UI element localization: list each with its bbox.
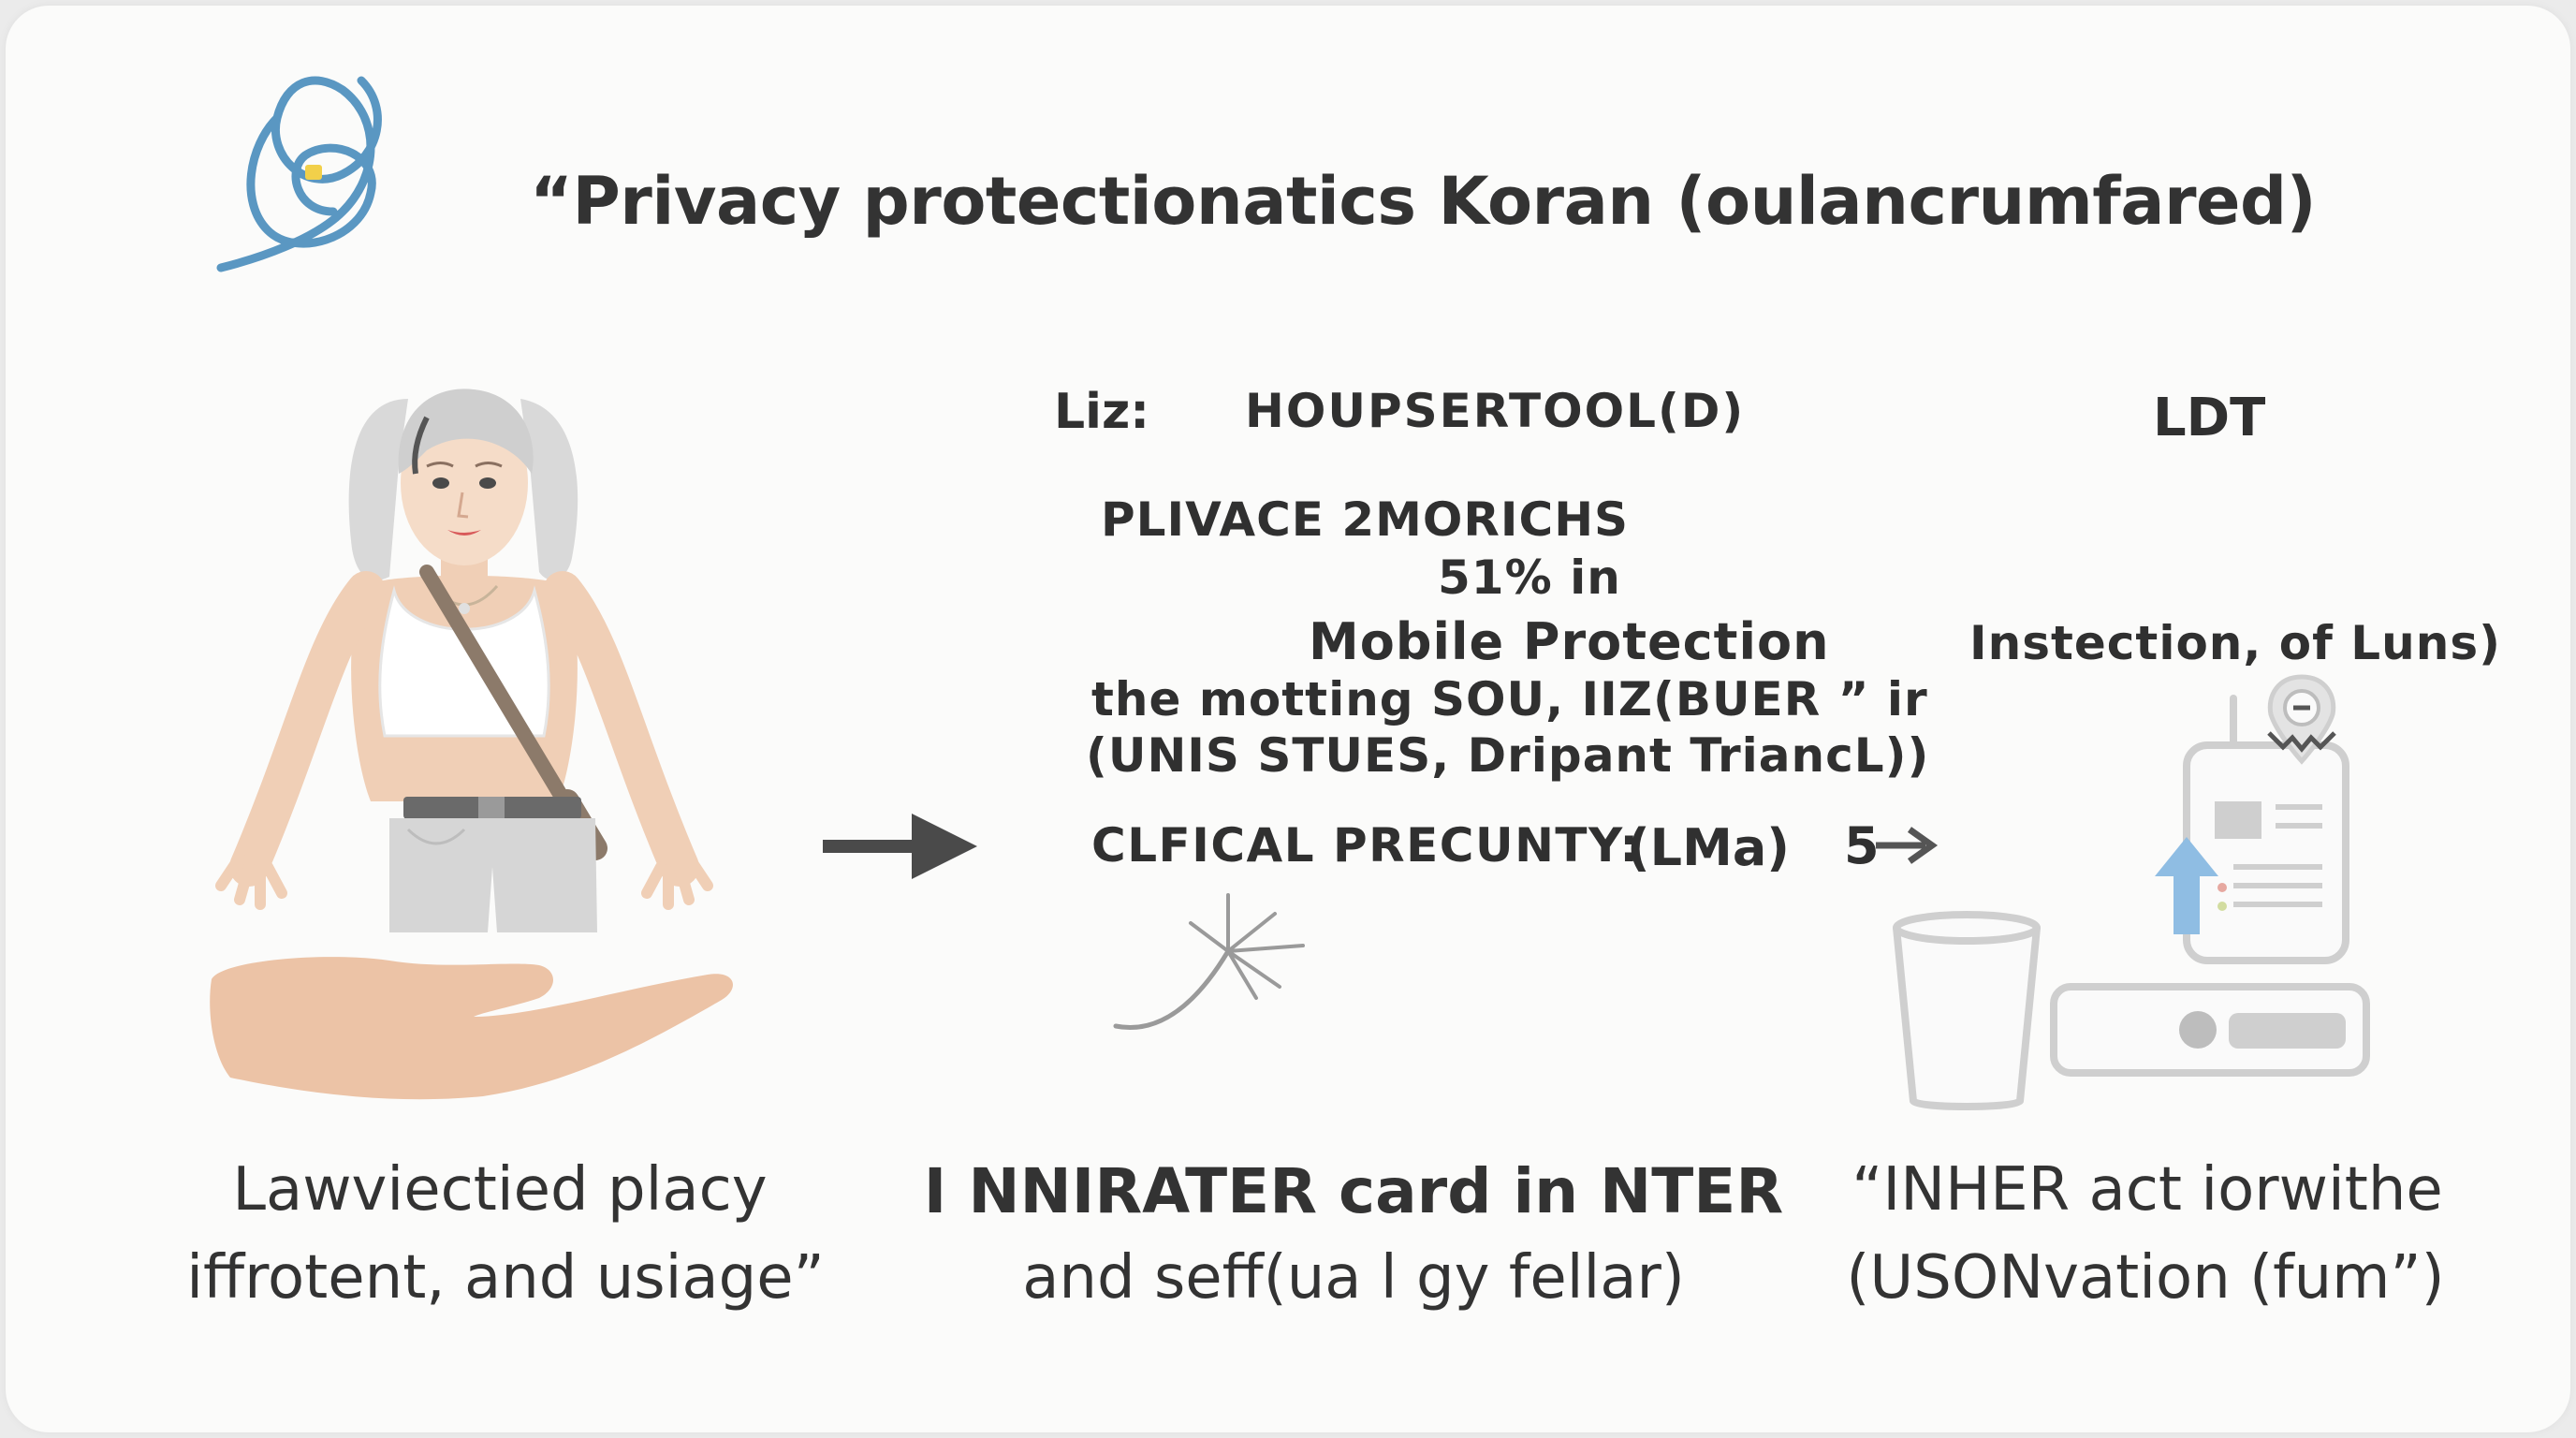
privacy-heading: PLIVACE 2MORICHS bbox=[1101, 492, 1630, 547]
row1-label: Liz: bbox=[1054, 384, 1150, 440]
stat-text: 51% in bbox=[1438, 550, 1621, 605]
body-line-1: the motting SOU, IIZ(BUER ” ir bbox=[1091, 672, 1928, 726]
precunty-value: (LMa) bbox=[1627, 818, 1790, 877]
right-caption-line-1: “INHER act iorwithe bbox=[1852, 1155, 2443, 1225]
precunty-number: 5 bbox=[1844, 816, 1880, 875]
body-line-2: (UNIS STUES, Dripant TriancL)) bbox=[1086, 728, 1930, 783]
left-caption-line-2: iffrotent, and usiage” bbox=[186, 1243, 825, 1313]
inspection-text: Instection, of Luns) bbox=[1969, 616, 2501, 670]
mobile-protection-heading: Mobile Protection bbox=[1309, 612, 1830, 671]
page-title: “Privacy protectionatics Koran (oulancru… bbox=[530, 163, 2317, 240]
router-device-icon bbox=[2050, 983, 2370, 1077]
location-pin-icon bbox=[2267, 674, 2336, 765]
small-right-arrow-icon bbox=[1876, 827, 1939, 864]
sparkle-icon bbox=[1113, 893, 1305, 1030]
scribble-logo-icon bbox=[216, 76, 382, 272]
woman-illustration bbox=[215, 389, 713, 932]
open-hand-illustration bbox=[210, 957, 733, 1100]
right-caption-line-2: (USONvation (fum”) bbox=[1846, 1243, 2445, 1313]
ldt-header: LDT bbox=[2153, 388, 2266, 448]
center-caption-line-2: and seff(ua l gy fellar) bbox=[1022, 1243, 1685, 1313]
center-caption-line-1: I NNIRATER card in NTER bbox=[923, 1155, 1784, 1227]
row1-value: HOUPSERTOOL(D) bbox=[1245, 384, 1746, 438]
left-caption-line-1: Lawviectied placy bbox=[232, 1155, 768, 1225]
upload-arrow-icon bbox=[2155, 837, 2218, 934]
right-arrow-icon bbox=[823, 814, 977, 879]
cup-icon bbox=[1893, 911, 2041, 1110]
precunty-label: CLFICAL PRECUNTY: bbox=[1091, 818, 1640, 873]
slide-card: “Privacy protectionatics Koran (oulancru… bbox=[6, 6, 2570, 1432]
